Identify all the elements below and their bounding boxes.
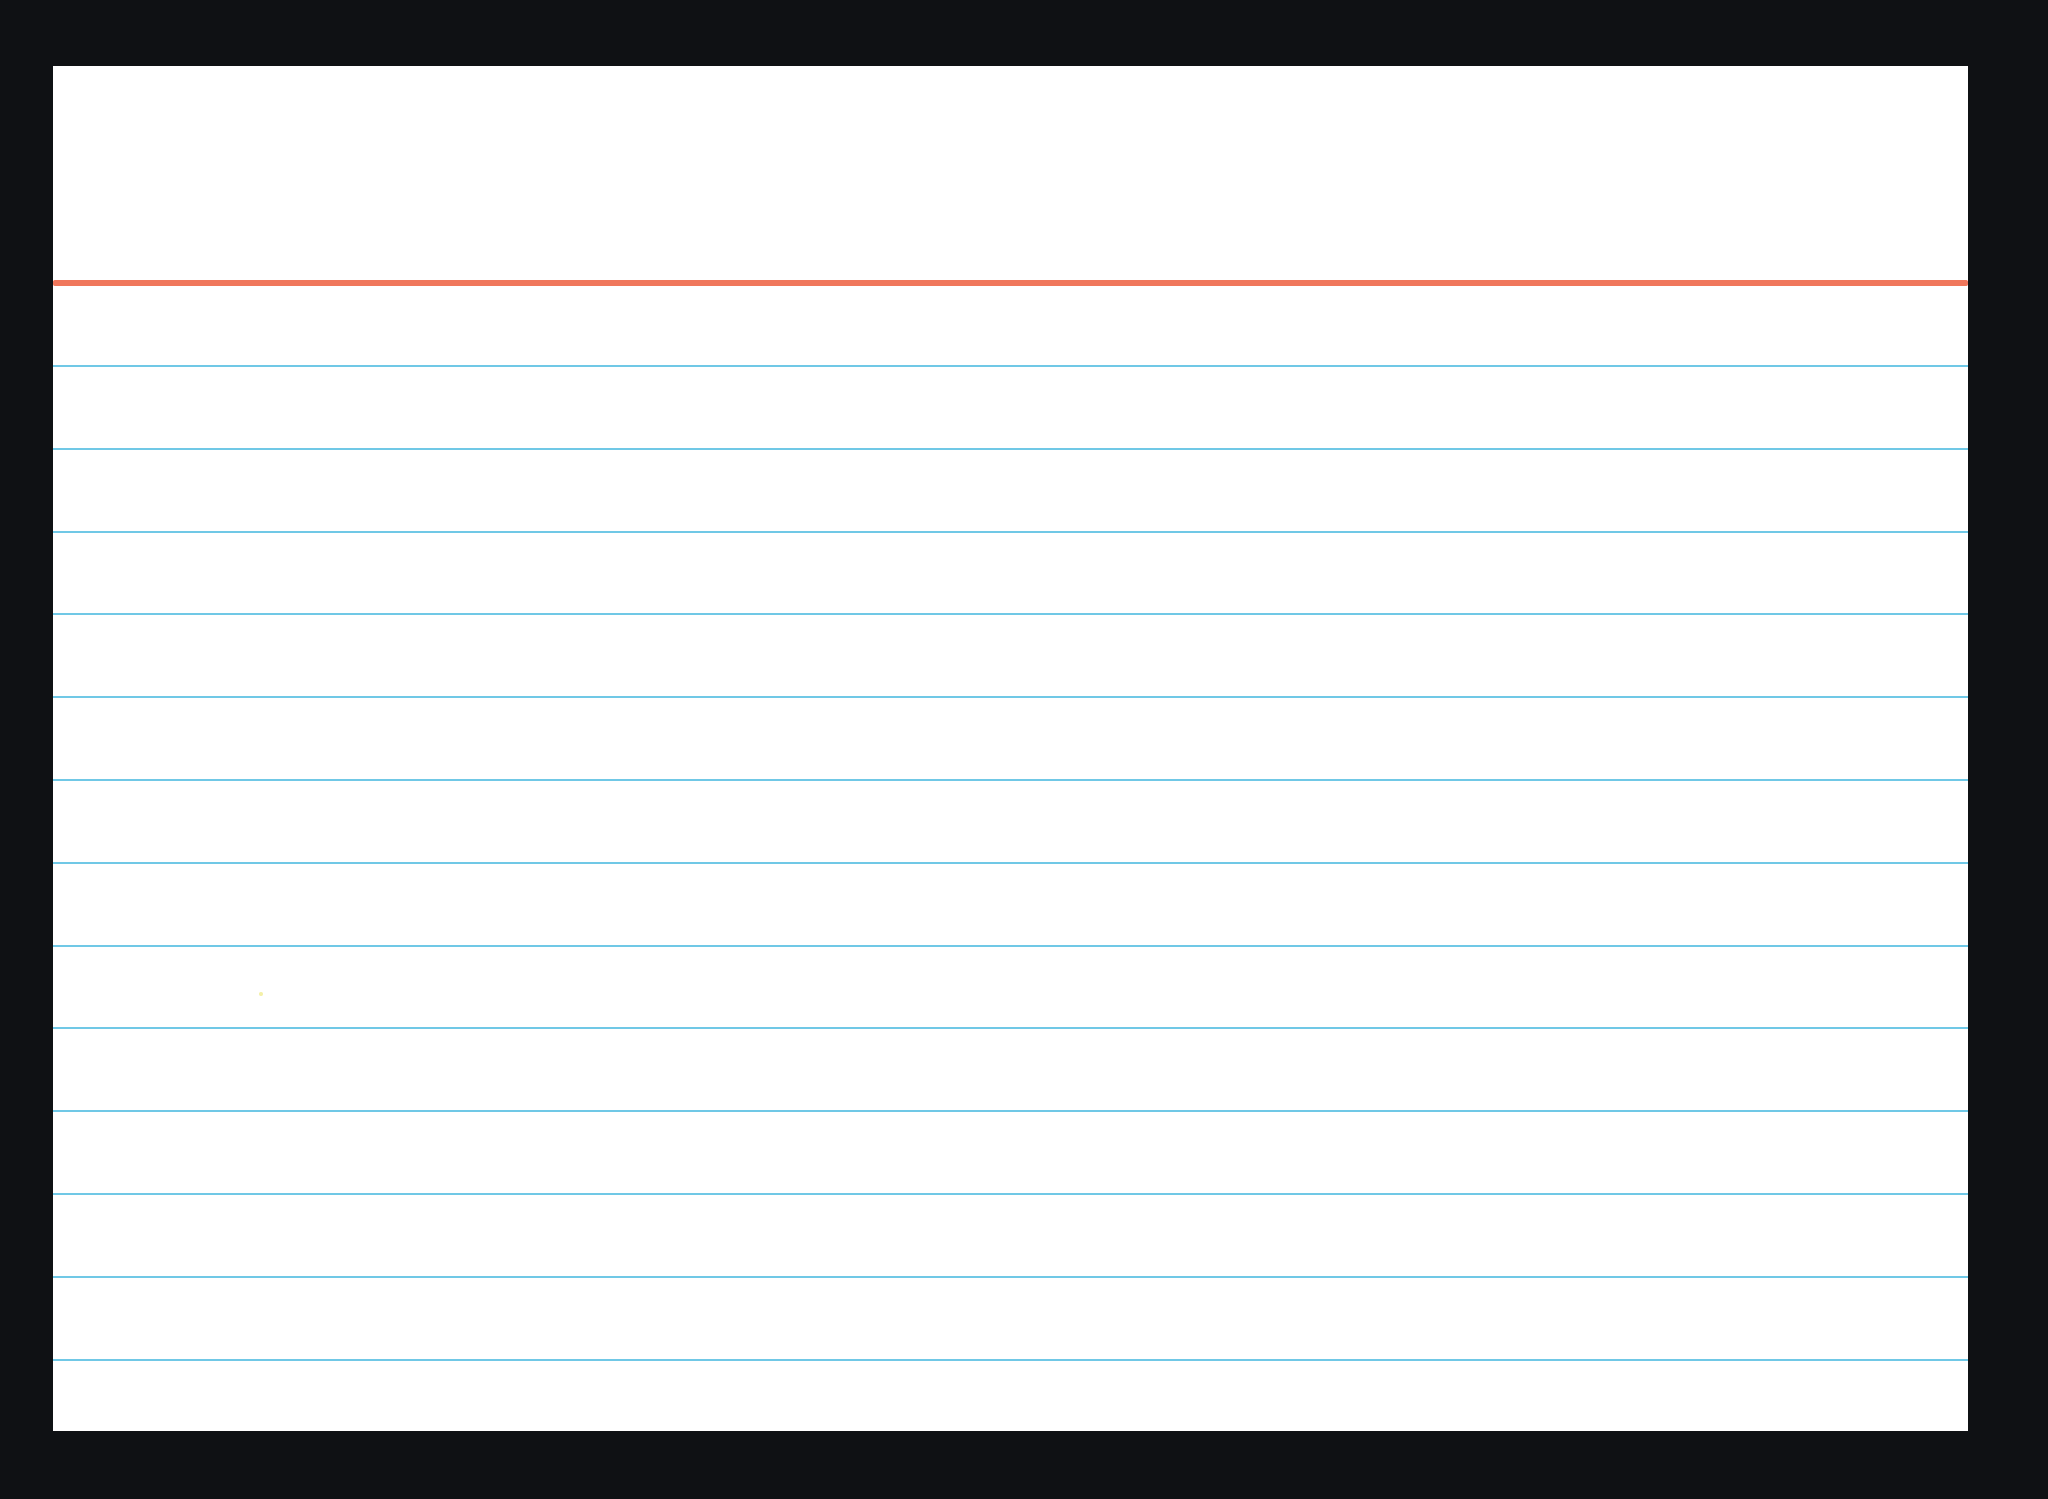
header-rule <box>53 280 1968 286</box>
ruled-line <box>53 365 1968 367</box>
ruled-line <box>53 779 1968 781</box>
ruled-line <box>53 613 1968 615</box>
ruled-line <box>53 1193 1968 1195</box>
ruled-line <box>53 862 1968 864</box>
ruled-line <box>53 696 1968 698</box>
ruled-line <box>53 1027 1968 1029</box>
ruled-line <box>53 1110 1968 1112</box>
ruled-line <box>53 1359 1968 1361</box>
ruled-line <box>53 531 1968 533</box>
ruled-line <box>53 1276 1968 1278</box>
ruled-line <box>53 945 1968 947</box>
paper-speck <box>259 992 263 996</box>
ruled-line <box>53 448 1968 450</box>
index-card <box>53 66 1968 1431</box>
